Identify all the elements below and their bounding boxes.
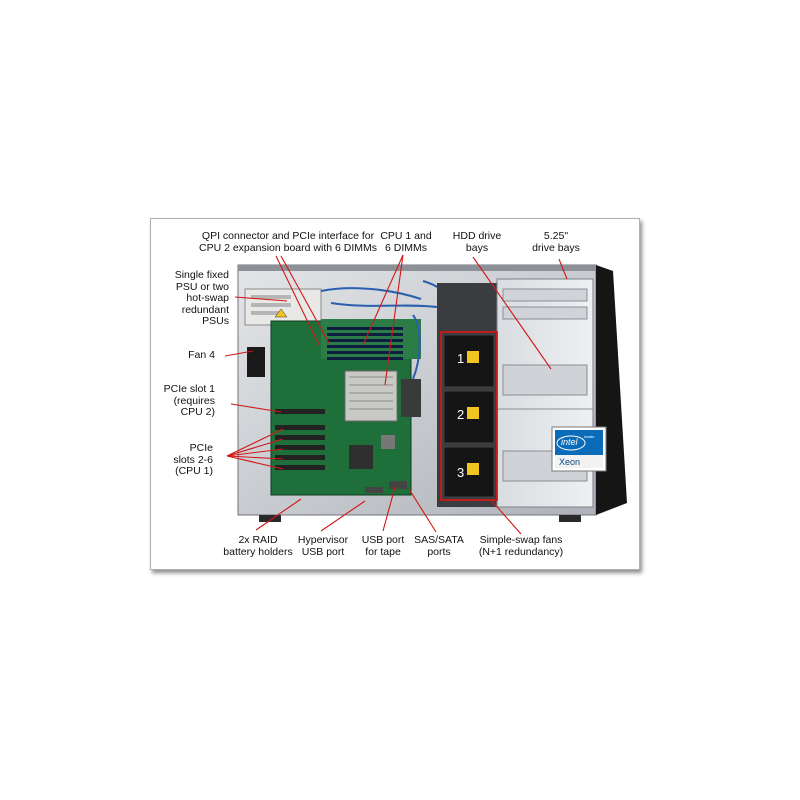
server-diagram: 1 2 3 intel inside Xeon [224,254,627,535]
label-525-drive-bays: 5.25" drive bays [532,230,580,254]
drive-bay-cage [496,278,594,508]
fan-number-2: 2 [457,407,464,422]
label-raid-battery-holders: 2x RAID battery holders [223,534,293,558]
intel-xeon-badge: intel inside Xeon [551,426,607,472]
badge-product: Xeon [559,457,580,467]
motherboard [270,319,421,496]
figure-frame: 1 2 3 intel inside Xeon [150,218,640,570]
fan-cage-highlight [440,331,498,501]
fan-4 [247,347,265,377]
label-fan-4: Fan 4 [188,349,215,361]
leader-lines [224,254,568,535]
simple-swap-fans: 1 2 3 [443,334,495,498]
label-sas-sata-ports: SAS/SATA ports [414,534,464,558]
label-pcie-slots-2-6: PCIe slots 2-6 (CPU 1) [173,442,213,477]
fan-number-1: 1 [457,351,464,366]
psu-unit [244,288,322,326]
badge-brand: intel [561,437,579,447]
label-hdd-drive-bays: HDD drive bays [452,230,502,254]
label-usb-port-for-tape: USB port for tape [361,534,405,558]
label-psu: Single fixed PSU or two hot-swap redunda… [174,269,229,327]
label-pcie-slot-1: PCIe slot 1 (requires CPU 2) [163,383,215,418]
label-hypervisor-usb-port: Hypervisor USB port [297,534,349,558]
fan-number-3: 3 [457,465,464,480]
badge-sub: inside [584,434,595,439]
label-cpu1-dimms: CPU 1 and 6 DIMMs [380,230,432,254]
label-qpi-connector: QPI connector and PCIe interface for CPU… [199,230,377,254]
label-simple-swap-fans: Simple-swap fans (N+1 redundancy) [478,534,564,558]
